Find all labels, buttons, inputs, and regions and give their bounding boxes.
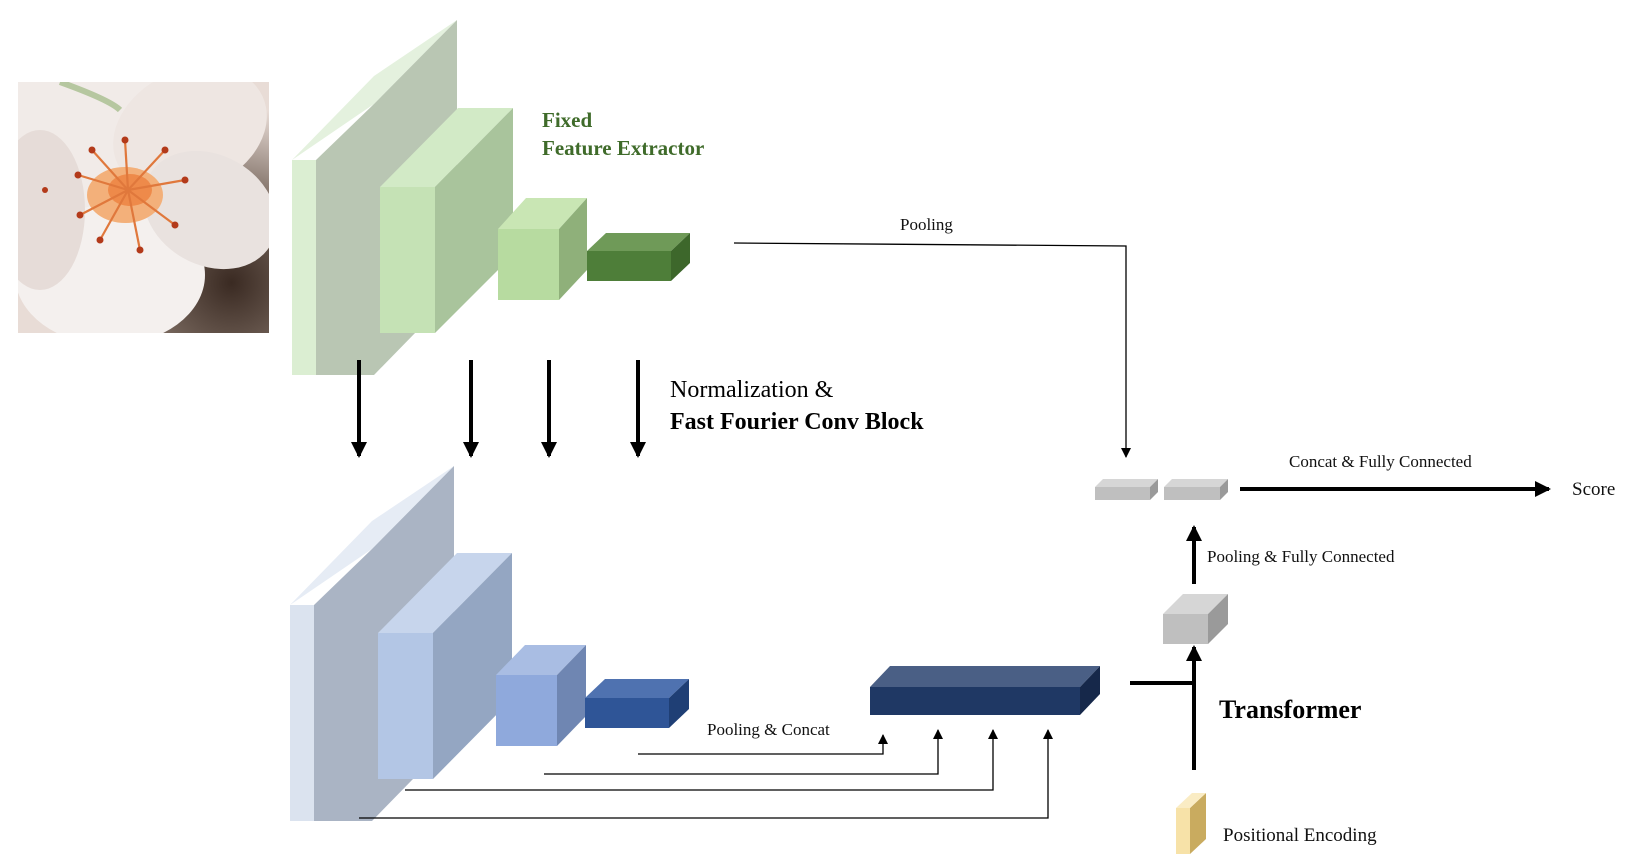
- pooling-path-top: [733, 242, 1131, 458]
- skip-line-1: [638, 734, 888, 755]
- down-arrows: [351, 360, 646, 458]
- fourier-conv-blocks: [290, 466, 689, 821]
- concat-fc-label: Concat & Fully Connected: [1289, 452, 1472, 471]
- fixed-label: Fixed: [542, 108, 592, 132]
- positional-encoding-label: Positional Encoding: [1223, 825, 1377, 846]
- pooling-fc-label: Pooling & Fully Connected: [1207, 547, 1395, 566]
- positional-encoding-cube: [1176, 793, 1206, 854]
- skip-line-3: [405, 729, 998, 791]
- token-block: [870, 666, 1100, 715]
- transformer-label: Transformer: [1219, 695, 1361, 724]
- blue-block-2: [378, 553, 512, 779]
- feature-bar-1: [1095, 479, 1158, 500]
- input-image: [18, 82, 269, 333]
- concat-features: [1095, 479, 1228, 500]
- feature-extractor-blocks: [292, 20, 690, 375]
- skip-connections: [359, 729, 1053, 819]
- feature-extractor-label: Feature Extractor: [542, 136, 704, 160]
- skip-line-2: [544, 729, 943, 775]
- feature-bar-2: [1164, 479, 1228, 500]
- green-block-4: [587, 233, 690, 281]
- blue-block-4: [585, 679, 689, 728]
- green-block-3: [498, 198, 587, 300]
- transformer-output-cube: [1163, 594, 1228, 644]
- normalization-label: Normalization &: [670, 377, 834, 403]
- pooling-concat-label: Pooling & Concat: [707, 720, 830, 739]
- pooling-top-label: Pooling: [900, 215, 953, 234]
- blue-block-3: [496, 645, 586, 746]
- transformer-path: [1130, 525, 1202, 770]
- score-label: Score: [1572, 479, 1615, 500]
- ffc-block-label: Fast Fourier Conv Block: [670, 409, 924, 435]
- green-block-2: [380, 108, 513, 333]
- skip-line-4: [359, 729, 1053, 819]
